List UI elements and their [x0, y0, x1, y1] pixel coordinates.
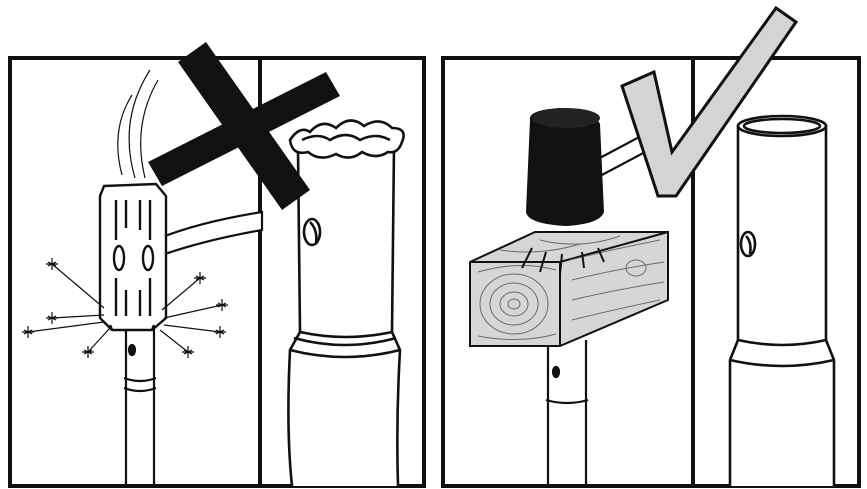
damaged-post — [288, 120, 403, 486]
panel-right — [443, 8, 859, 486]
intact-post — [730, 116, 834, 486]
rubber-mallet-head — [526, 108, 604, 226]
panel-wrong — [10, 42, 424, 486]
sledgehammer-head — [100, 184, 166, 330]
